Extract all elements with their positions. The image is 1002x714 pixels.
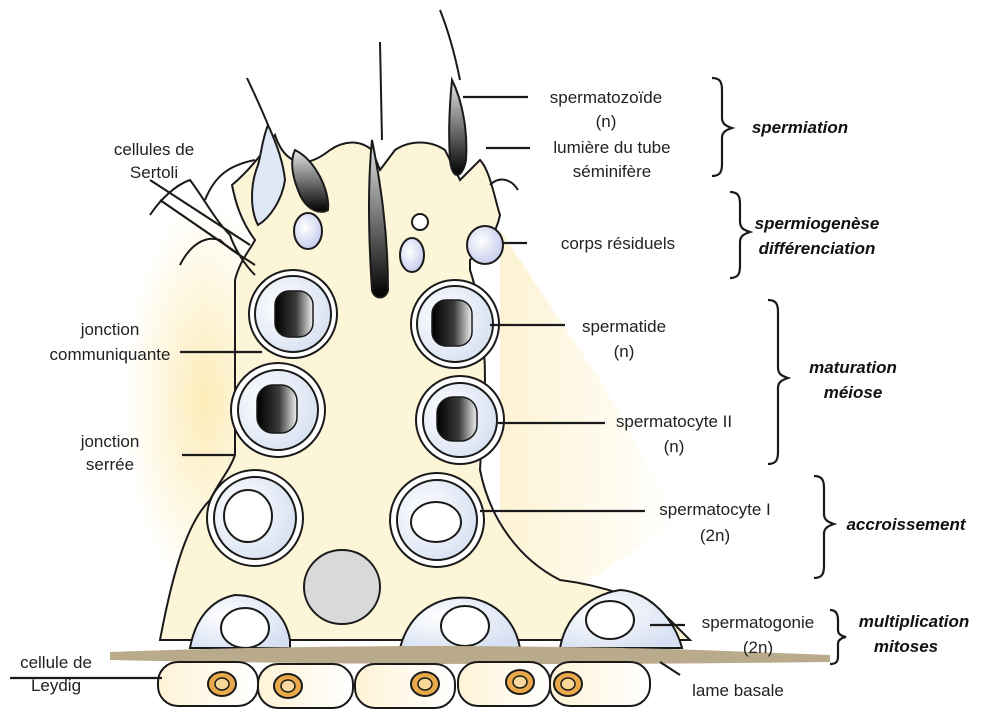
leydig-cells [158, 662, 650, 708]
label-spermatid-1: spermatide [582, 317, 666, 336]
spermatozoid-tail-1 [247, 78, 268, 125]
brace-multiplication [830, 610, 846, 664]
label-sertoli-2: Sertoli [130, 163, 178, 182]
label-spermatozoid-2: (n) [596, 112, 617, 131]
label-tight-junction-2: serrée [86, 455, 134, 474]
phase-multiplication-1: multiplication [859, 612, 970, 631]
label-leydig-1: cellule de [20, 653, 92, 672]
brace-spermiation [712, 78, 732, 176]
label-spermatocyte1-2: (2n) [700, 526, 730, 545]
sertoli-nucleus [304, 550, 380, 624]
label-spermatocyte2-2: (n) [664, 437, 685, 456]
label-residual-bodies: corps résiduels [561, 234, 675, 253]
spermatozoid-head-right [449, 80, 466, 175]
brace-spermiogenesis [730, 192, 750, 278]
phase-spermiation: spermiation [752, 118, 848, 137]
phase-labels: spermiation spermiogenèse différenciatio… [752, 118, 969, 656]
label-lumen-2: séminifère [573, 162, 651, 181]
brace-maturation [768, 300, 788, 464]
phase-maturation-1: maturation [809, 358, 897, 377]
label-spermatogonia-2: (2n) [743, 638, 773, 657]
label-tight-junction-1: jonction [80, 432, 140, 451]
phase-maturation-2: méiose [824, 383, 883, 402]
label-gap-junction-1: jonction [80, 320, 140, 339]
phase-growth: accroissement [846, 515, 966, 534]
label-spermatozoid-1: spermatozoïde [550, 88, 662, 107]
label-sertoli-1: cellules de [114, 140, 194, 159]
label-spermatocyte1-1: spermatocyte I [659, 500, 771, 519]
phase-spermiogenesis-1: spermiogenèse [755, 214, 880, 233]
label-lumen-1: lumière du tube [553, 138, 670, 157]
label-spermatogonia-1: spermatogonie [702, 613, 814, 632]
label-leydig-2: Leydig [31, 676, 81, 695]
label-basal-lamina: lame basale [692, 681, 784, 700]
label-spermatocyte2-1: spermatocyte II [616, 412, 732, 431]
phase-multiplication-2: mitoses [874, 637, 938, 656]
phase-spermiogenesis-2: différenciation [759, 239, 876, 258]
label-spermatid-2: (n) [614, 342, 635, 361]
brace-growth [814, 476, 834, 578]
label-gap-junction-2: communiquante [50, 345, 171, 364]
